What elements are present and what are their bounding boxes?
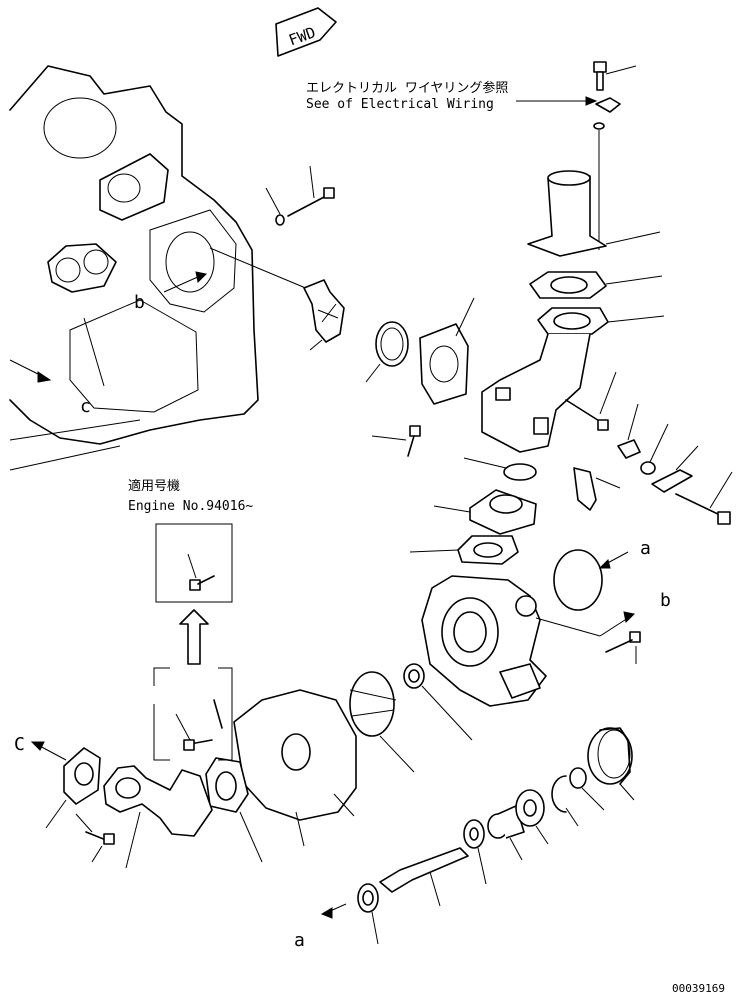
clamp-washer <box>640 461 656 475</box>
ref-a-label: a <box>640 538 651 559</box>
washer-small <box>265 187 285 226</box>
front-bearing <box>320 883 379 945</box>
small-washer <box>569 767 605 811</box>
thermostat-gasket <box>409 535 519 565</box>
elbow-gasket <box>205 757 263 863</box>
upgrade-arrow-icon <box>179 609 209 665</box>
water-inlet-elbow <box>103 765 213 869</box>
pump-cover-plate <box>233 689 357 847</box>
cover-bolt <box>371 425 421 457</box>
wire-bracket <box>651 445 699 493</box>
electrical-note-jp: エレクトリカル ワイヤリング参照 <box>306 80 508 96</box>
ref-a-label-lower: a <box>294 930 305 951</box>
temperature-sensor <box>573 467 621 511</box>
sensor-clip <box>617 403 641 459</box>
ref-b-label: b <box>660 590 671 611</box>
top-bolt <box>593 61 637 91</box>
fwd-arrow-icon: FWD <box>275 7 337 57</box>
ref-c-arrow-upper <box>9 317 105 387</box>
ref-b-arrow-upper <box>163 271 208 293</box>
water-pump-body <box>421 575 636 707</box>
long-bolt <box>675 471 733 525</box>
ref-b-label-upper: b <box>134 292 145 313</box>
thermostat-cover <box>433 489 537 535</box>
applicable-part-box <box>155 523 233 603</box>
electrical-note-en: See of Electrical Wiring <box>306 97 494 112</box>
wiring-clip <box>595 97 621 113</box>
cylinder-block <box>9 65 321 471</box>
ref-c-label-lower: C <box>14 734 25 755</box>
washer <box>593 122 605 130</box>
thermostat-housing <box>481 307 665 453</box>
outlet-gasket <box>529 271 663 299</box>
housing-bolt <box>565 371 617 431</box>
thermostat-seal-ring <box>365 321 409 383</box>
impeller <box>349 671 415 773</box>
pump-seal <box>403 663 473 741</box>
rear-bearing <box>463 819 487 885</box>
applicable-label-jp: 適用号機 <box>128 478 180 494</box>
note-leader-arrow <box>516 96 598 106</box>
drawing-number: 00039169 <box>672 982 725 995</box>
thermostat-gasket-upper <box>419 297 475 405</box>
thermostat <box>303 279 345 351</box>
bearing-set <box>515 789 549 845</box>
ref-c-label-upper: c <box>80 396 91 417</box>
inlet-gasket <box>45 747 101 829</box>
spacer <box>487 805 525 861</box>
water-outlet <box>527 170 661 257</box>
mounting-bolt <box>287 165 335 217</box>
pump-shaft <box>379 847 469 907</box>
prior-part-bracket <box>153 667 233 761</box>
applicable-label-en: Engine No.94016~ <box>128 499 253 514</box>
thermostat-oring <box>503 463 537 481</box>
ref-c-arrow <box>30 741 67 761</box>
pump-bolt <box>605 631 641 664</box>
inlet-bolt <box>75 813 115 863</box>
snap-ring <box>551 775 579 827</box>
large-oring <box>553 549 629 611</box>
drive-gear <box>587 727 635 801</box>
